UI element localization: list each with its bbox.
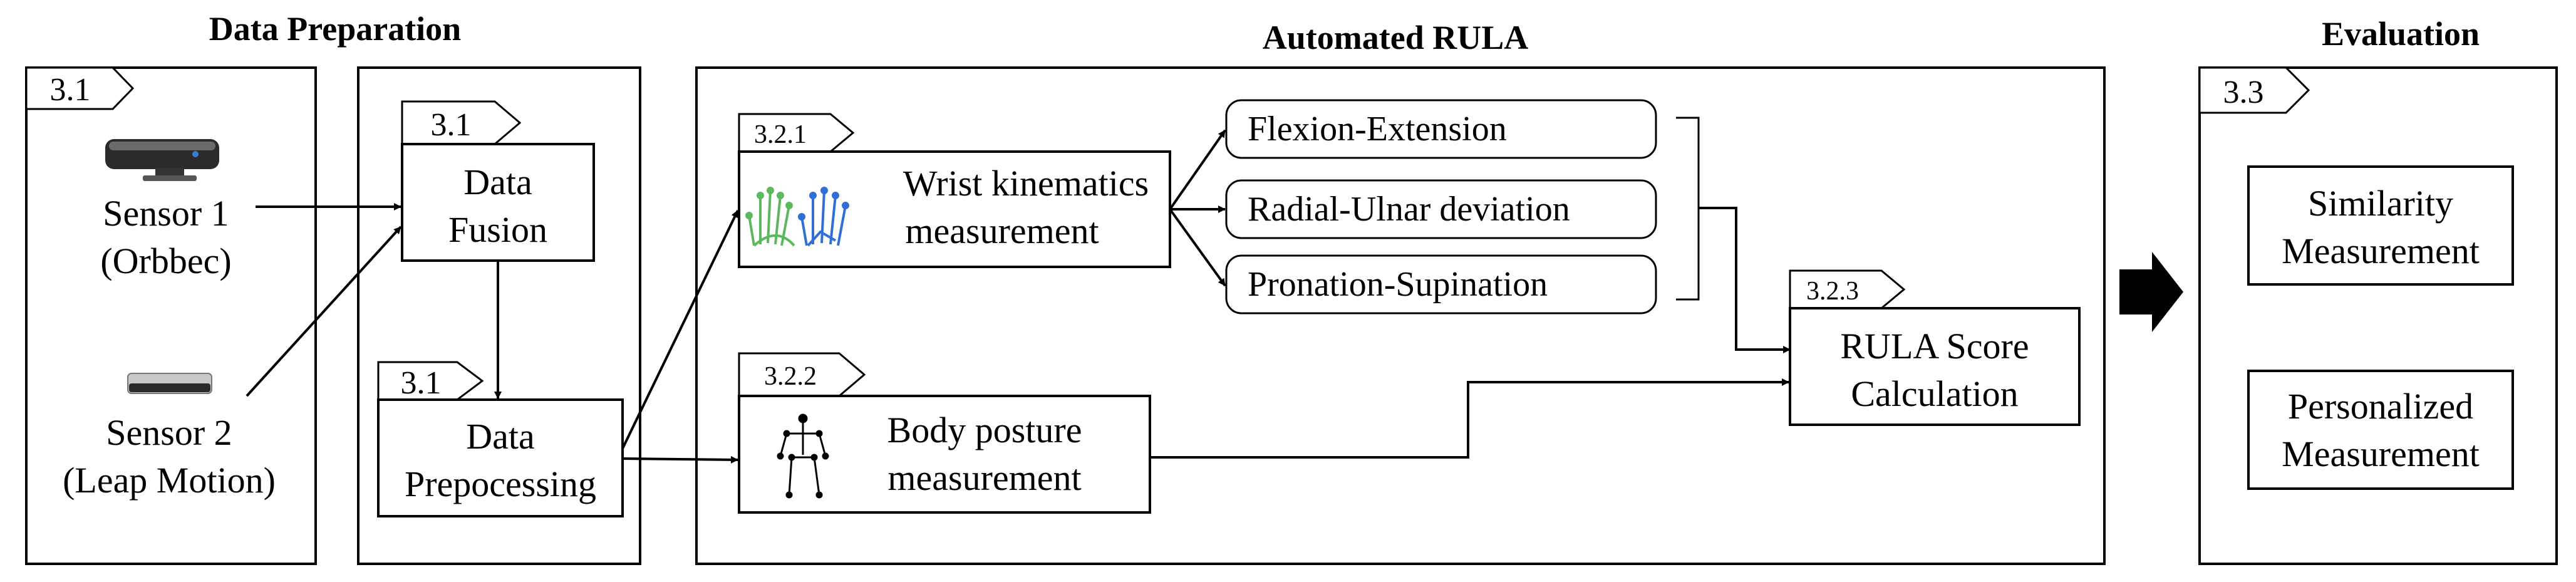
pill-flexion-extension-label: Flexion-Extension [1248,110,1507,148]
svg-text:3.1: 3.1 [431,107,472,143]
automated-rula-panel [695,66,2106,565]
arrow-preprocessing-to-wrist [621,210,739,449]
arrow-wrist-to-flexion [1169,129,1226,210]
wrist-kinematics-box [738,150,1171,268]
tag-evaluation: 3.3 [2198,66,2310,114]
section-title-evaluation: Evaluation [2322,15,2480,53]
personalized-measurement-box [2247,370,2514,490]
body-skeleton-icon [777,413,829,499]
data-fusion-label-line2: Fusion [448,209,547,250]
hand-skeleton-icon [745,187,849,247]
connector-body-to-rula [1150,378,1789,459]
arrow-preprocessing-to-body [622,455,738,464]
block-arrow-icon [2119,252,2183,332]
tag-wrist: 3.2.1 [738,113,855,153]
data-fusion-label-line1: Data [463,162,532,202]
tag-preprocessing: 3.1 [377,361,484,401]
pill-flexion-extension [1225,99,1657,159]
connector-brace-to-rula [1699,207,1791,353]
arrow-sensor2-to-fusion [246,226,402,397]
personalized-label-line2: Measurement [2282,434,2480,474]
svg-text:3.1: 3.1 [401,365,442,401]
body-posture-label-line2: measurement [887,457,1081,498]
similarity-label-line2: Measurement [2282,231,2480,271]
data-fusion-box [401,143,595,262]
svg-text:3.1: 3.1 [50,72,91,108]
wrist-kinematics-label-line2: measurement [905,210,1099,251]
rula-score-label-line2: Calculation [1851,373,2018,414]
rula-score-box [1789,307,2081,426]
section-title-data-preparation: Data Preparation [209,10,461,48]
similarity-measurement-box [2247,165,2514,286]
orbbec-camera-icon [105,139,219,181]
pill-radial-ulnar-deviation-label: Radial-Ulnar deviation [1248,190,1570,229]
svg-text:3.3: 3.3 [2223,75,2264,110]
svg-text:3.2.3: 3.2.3 [1806,277,1859,306]
rula-score-label-line1: RULA Score [1840,326,2029,366]
section-title-automated-rula: Automated RULA [1263,19,1529,56]
leap-motion-sensor-icon [127,373,212,394]
svg-text:3.2.2: 3.2.2 [764,362,817,391]
similarity-label-line1: Similarity [2308,183,2453,224]
data-preprocessing-label-line2: Prepocessing [405,464,596,504]
pill-pronation-supination [1225,254,1657,314]
tag-rula: 3.2.3 [1789,269,1906,309]
pill-radial-ulnar-deviation [1225,179,1657,239]
sensor1-label-line2: (Orbbec) [100,241,231,281]
tag-prep: 3.1 [25,66,135,110]
tag-body: 3.2.2 [738,352,866,397]
pills-group-brace [1676,117,1700,301]
sensor2-label-line2: (Leap Motion) [63,460,276,501]
tag-fusion: 3.1 [401,100,522,145]
pill-pronation-supination-label: Pronation-Supination [1248,265,1548,304]
svg-text:3.2.1: 3.2.1 [754,120,807,149]
sensors-panel [25,66,317,565]
body-posture-label-line1: Body posture [887,410,1082,450]
arrow-wrist-to-pronation [1169,208,1226,287]
fusion-panel [357,66,641,565]
data-preprocessing-box [377,398,624,517]
body-posture-box [738,395,1151,514]
data-preprocessing-label-line1: Data [466,416,535,457]
wrist-kinematics-label-line1: Wrist kinematics [903,163,1149,204]
personalized-label-line1: Personalized [2288,386,2473,427]
sensor1-label-line1: Sensor 1 [103,193,229,234]
sensor2-label-line1: Sensor 2 [106,412,232,453]
evaluation-panel [2198,66,2558,565]
